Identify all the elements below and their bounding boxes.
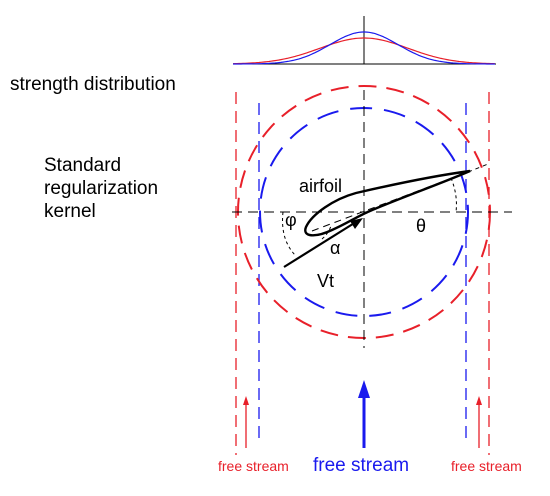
phi-label: φ [285, 210, 297, 230]
kernel-label-line-1: Standard [44, 155, 122, 176]
free-stream-label-right: free stream [451, 458, 522, 474]
phi-angle-arc [282, 211, 297, 257]
red-arrow-left-head [243, 396, 249, 405]
theta-angle-arc [450, 177, 457, 213]
red-arrow-right-head [476, 396, 482, 405]
strength-distribution-label: strength distribution [10, 74, 176, 95]
red-distribution-curve [232, 37, 496, 65]
blue-distribution-curve [233, 31, 495, 65]
velocity-arrowhead [350, 218, 363, 229]
stream-lines [235, 92, 490, 455]
chord-extension [467, 163, 489, 173]
blue-arrow-center-head [358, 380, 370, 398]
free-stream-arrows [243, 380, 482, 448]
kernel-label: Standard regularization kernel [44, 154, 158, 223]
strength-distribution-plot [232, 16, 496, 65]
vt-label: Vt [317, 271, 335, 291]
chord-line [311, 171, 469, 232]
airfoil-shape [304, 169, 471, 237]
free-stream-label-left: free stream [218, 458, 289, 474]
alpha-angle-arc [321, 225, 332, 240]
alpha-label: α [330, 238, 341, 258]
free-stream-label-center: free stream [313, 455, 410, 476]
airfoil-label: airfoil [299, 176, 343, 196]
kernel-label-line-3: kernel [44, 201, 96, 222]
velocity-vector-vt [283, 221, 357, 268]
kernel-label-line-2: regularization [44, 178, 159, 199]
theta-label: θ [416, 216, 427, 236]
